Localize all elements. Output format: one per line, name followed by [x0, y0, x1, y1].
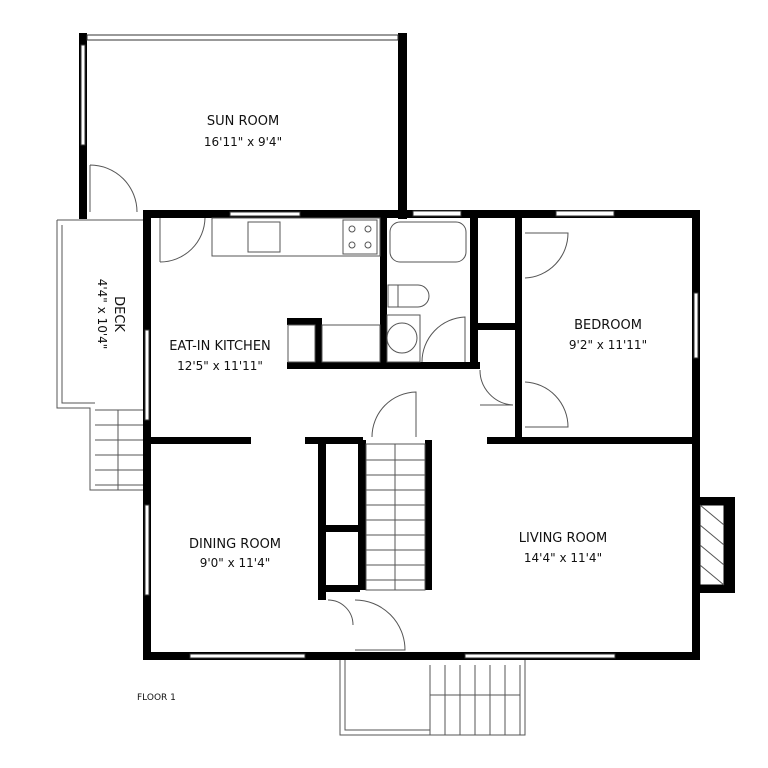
room-dimensions-dining-room: 9'0" x 11'4"	[200, 556, 271, 570]
room-name-living-room: LIVING ROOM	[519, 531, 607, 546]
exterior-walls	[143, 210, 735, 660]
floor-label: FLOOR 1	[137, 693, 176, 703]
room-dimensions-sun-room: 16'11" x 9'4"	[204, 135, 282, 149]
room-dimensions-bedroom: 9'2" x 11'11"	[569, 338, 647, 352]
fixtures	[159, 217, 569, 651]
room-name-sun-room: SUN ROOM	[207, 114, 279, 129]
room-name-bedroom: BEDROOM	[574, 318, 642, 333]
front-stairs	[339, 660, 526, 736]
interior-stairs	[365, 443, 426, 591]
interior-walls	[151, 218, 692, 600]
room-dimensions-living-room: 14'4" x 11'4"	[524, 551, 602, 565]
room-dimensions-kitchen: 12'5" x 11'11"	[177, 359, 263, 373]
sun-room-walls	[79, 33, 407, 219]
room-name-kitchen: EAT-IN KITCHEN	[169, 339, 271, 354]
room-dimensions-deck: 4'4" x 10'4"	[95, 279, 109, 350]
deck	[56, 219, 143, 491]
room-name-deck: DECK	[111, 296, 126, 332]
room-name-dining-room: DINING ROOM	[189, 537, 281, 552]
